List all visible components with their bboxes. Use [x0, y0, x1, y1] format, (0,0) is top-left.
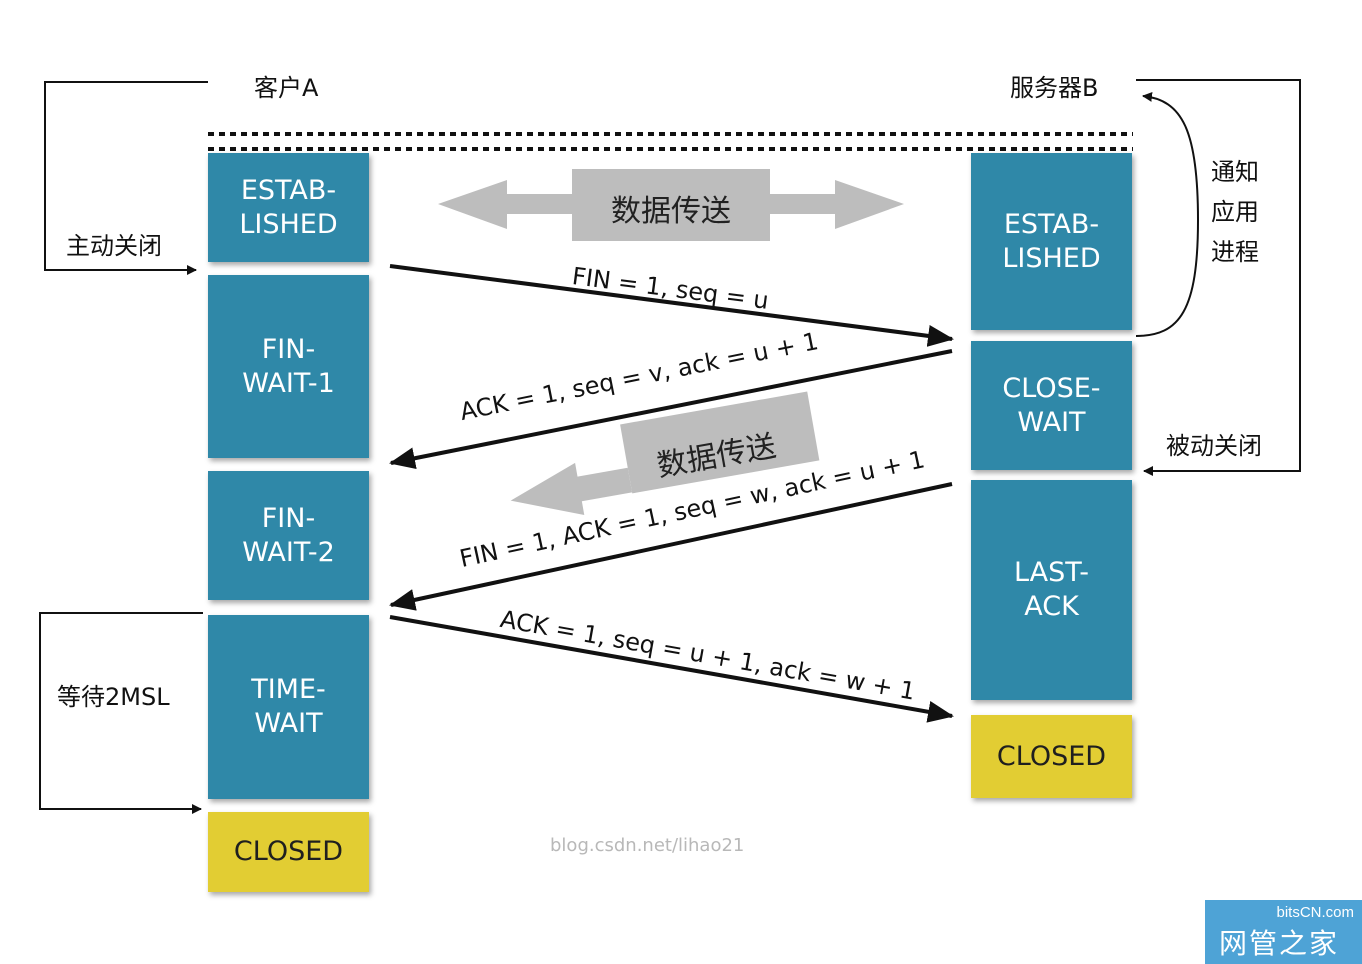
server-state-established: ESTAB- LISHED [971, 153, 1132, 330]
server-state-close-wait: CLOSE- WAIT [971, 341, 1132, 470]
client-state-fin-wait-1: FIN- WAIT-1 [208, 275, 369, 458]
passive-close-bracket [1136, 79, 1301, 476]
logo-bottom-text: 网管之家 [1219, 927, 1340, 960]
data-transfer-double-arrow [438, 180, 572, 229]
wait-2msl-bracket [39, 612, 203, 814]
connection-divider [208, 132, 1133, 154]
client-label: 客户A [254, 74, 319, 102]
fin-ack-arrow [389, 482, 953, 611]
wait-2msl-label: 等待2MSL [57, 683, 170, 711]
client-state-closed: CLOSED [208, 812, 369, 892]
active-close-bracket [44, 81, 208, 275]
site-logo: bitsCN.com 网管之家 [1205, 900, 1362, 964]
final-ack-arrow [389, 615, 954, 723]
passive-close-label: 被动关闭 [1166, 432, 1262, 460]
data-transfer-label-top: 数据传送 [611, 194, 731, 229]
active-close-label: 主动关闭 [66, 232, 162, 260]
logo-top-text: bitsCN.com [1276, 904, 1354, 921]
server-label: 服务器B [1010, 74, 1099, 102]
notify-app-curve [1135, 91, 1200, 337]
server-state-last-ack: LAST- ACK [971, 480, 1132, 700]
ack-arrow [389, 349, 953, 470]
server-state-closed: CLOSED [971, 715, 1132, 798]
data-transfer-left-arrow [510, 391, 820, 516]
notify-app-label: 通知 应用 进程 [1211, 158, 1259, 266]
client-state-established: ESTAB- LISHED [208, 153, 369, 262]
fin-arrow [389, 264, 954, 347]
watermark: blog.csdn.net/lihao21 [550, 835, 745, 856]
client-state-time-wait: TIME- WAIT [208, 615, 369, 799]
client-state-fin-wait-2: FIN- WAIT-2 [208, 471, 369, 600]
